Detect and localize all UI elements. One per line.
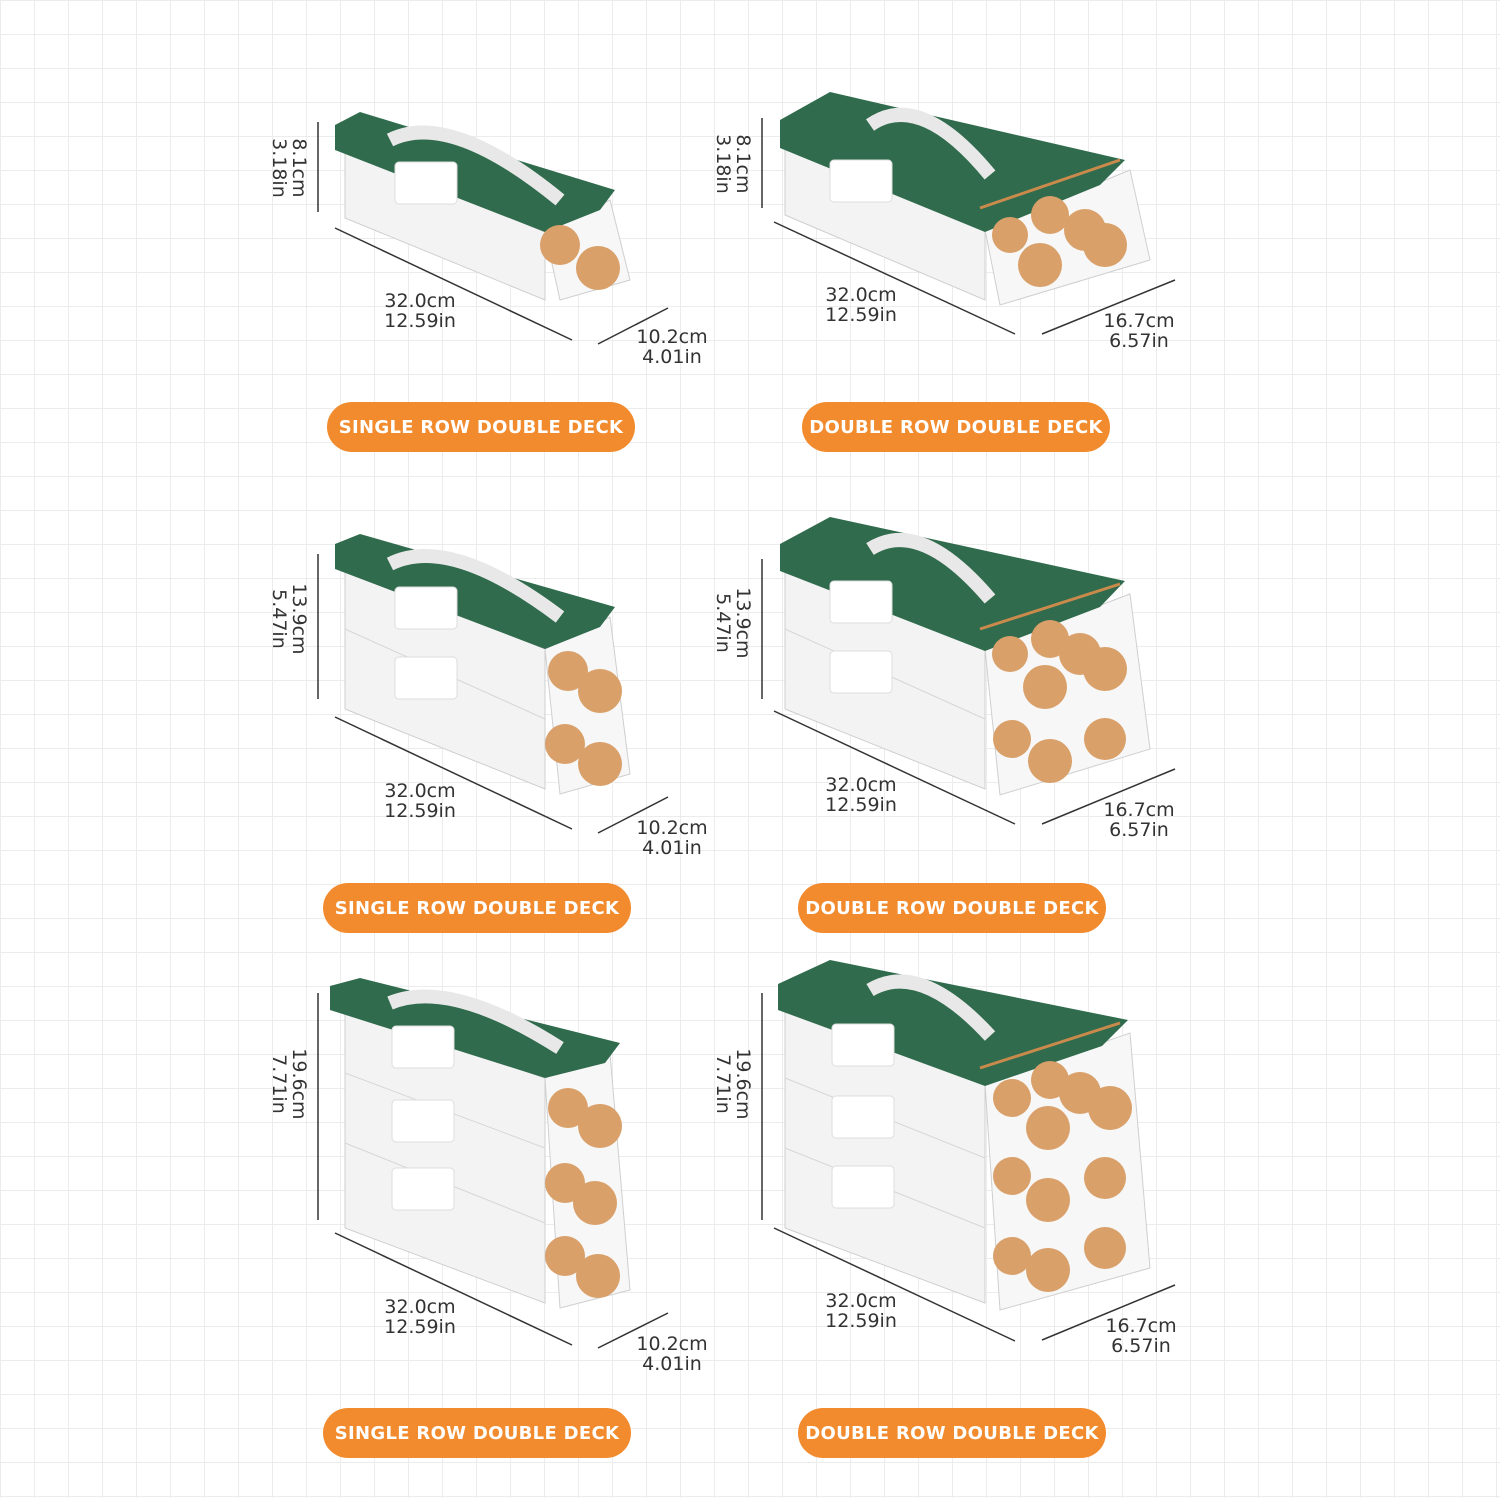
product-label-badge: SINGLE ROW DOUBLE DECK [323,883,631,933]
height-cm: 8.1cm [287,138,310,198]
width-in: 4.01in [642,836,702,859]
width-in: 4.01in [642,1352,702,1375]
height-in: 3.18in [268,138,290,198]
width-dimension: 10.2cm 4.01in [628,326,716,368]
height-dimension: 8.1cm 3.18in [712,124,754,204]
height-dimension: 13.9cm 5.47in [268,579,310,659]
height-dimension: 8.1cm 3.18in [268,128,310,208]
egg-box-single-3 [317,978,669,1349]
width-dimension: 16.7cm 6.57in [1095,799,1183,841]
height-in: 3.18in [712,134,734,194]
length-cm: 32.0cm [384,1296,456,1318]
width-dimension: 16.7cm 6.57in [1095,310,1183,352]
height-cm: 19.6cm [731,1048,754,1120]
length-in: 12.59in [825,1309,897,1332]
product-label-badge: DOUBLE ROW DOUBLE DECK [798,883,1106,933]
length-cm: 32.0cm [825,774,897,796]
panel-double-3-deck: 19.6cm 7.71in 32.0cm 12.59in 16.7cm 6.57… [712,960,1500,1497]
length-in: 12.59in [825,793,897,816]
width-cm: 16.7cm [1103,310,1175,332]
height-dimension: 13.9cm 5.47in [712,583,754,663]
egg-box-double-2 [761,517,1176,825]
panel-double-2-deck: 13.9cm 5.47in 32.0cm 12.59in 16.7cm 6.57… [712,499,1500,998]
length-dimension: 32.0cm 12.59in [375,1296,465,1338]
width-dimension: 16.7cm 6.57in [1097,1315,1185,1357]
panel-single-2-deck: 13.9cm 5.47in 32.0cm 12.59in 10.2cm 4.01… [0,499,750,998]
panel-double-1-deck: 8.1cm 3.18in 32.0cm 12.59in 16.7cm 6.57i… [712,0,1500,499]
length-cm: 32.0cm [825,1290,897,1312]
product-label-badge: DOUBLE ROW DOUBLE DECK [798,1408,1106,1458]
width-dimension: 10.2cm 4.01in [628,817,716,859]
length-dimension: 32.0cm 12.59in [375,780,465,822]
width-cm: 10.2cm [636,1333,708,1355]
width-in: 6.57in [1111,1334,1171,1357]
width-in: 6.57in [1109,818,1169,841]
height-in: 5.47in [712,593,734,653]
width-in: 4.01in [642,345,702,368]
product-label-badge: DOUBLE ROW DOUBLE DECK [802,402,1110,452]
length-cm: 32.0cm [384,780,456,802]
length-cm: 32.0cm [384,290,456,312]
length-in: 12.59in [384,1315,456,1338]
height-cm: 13.9cm [731,587,754,659]
width-cm: 16.7cm [1103,799,1175,821]
height-in: 7.71in [712,1054,734,1114]
width-in: 6.57in [1109,329,1169,352]
width-cm: 16.7cm [1105,1315,1177,1337]
length-in: 12.59in [384,799,456,822]
panel-single-3-deck: 19.6cm 7.71in 32.0cm 12.59in 10.2cm 4.01… [0,978,750,1497]
width-cm: 10.2cm [636,326,708,348]
height-dimension: 19.6cm 7.71in [712,1044,754,1124]
height-in: 5.47in [268,589,290,649]
length-dimension: 32.0cm 12.59in [816,1290,906,1332]
egg-box-single-1 [317,112,669,345]
length-dimension: 32.0cm 12.59in [816,774,906,816]
product-label-badge: SINGLE ROW DOUBLE DECK [323,1408,631,1458]
length-cm: 32.0cm [825,284,897,306]
length-dimension: 32.0cm 12.59in [816,284,906,326]
height-cm: 19.6cm [287,1048,310,1120]
height-cm: 13.9cm [287,583,310,655]
length-in: 12.59in [384,309,456,332]
egg-box-double-1 [761,92,1176,335]
height-dimension: 19.6cm 7.71in [268,1044,310,1124]
length-in: 12.59in [825,303,897,326]
height-cm: 8.1cm [731,134,754,194]
panel-single-1-deck: 8.1cm 3.18in 32.0cm 12.59in 10.2cm 4.01i… [0,0,750,499]
egg-box-double-3 [761,960,1176,1342]
length-dimension: 32.0cm 12.59in [375,290,465,332]
height-in: 7.71in [268,1054,290,1114]
product-label-badge: SINGLE ROW DOUBLE DECK [327,402,635,452]
width-cm: 10.2cm [636,817,708,839]
width-dimension: 10.2cm 4.01in [628,1333,716,1375]
egg-box-single-2 [317,534,669,834]
